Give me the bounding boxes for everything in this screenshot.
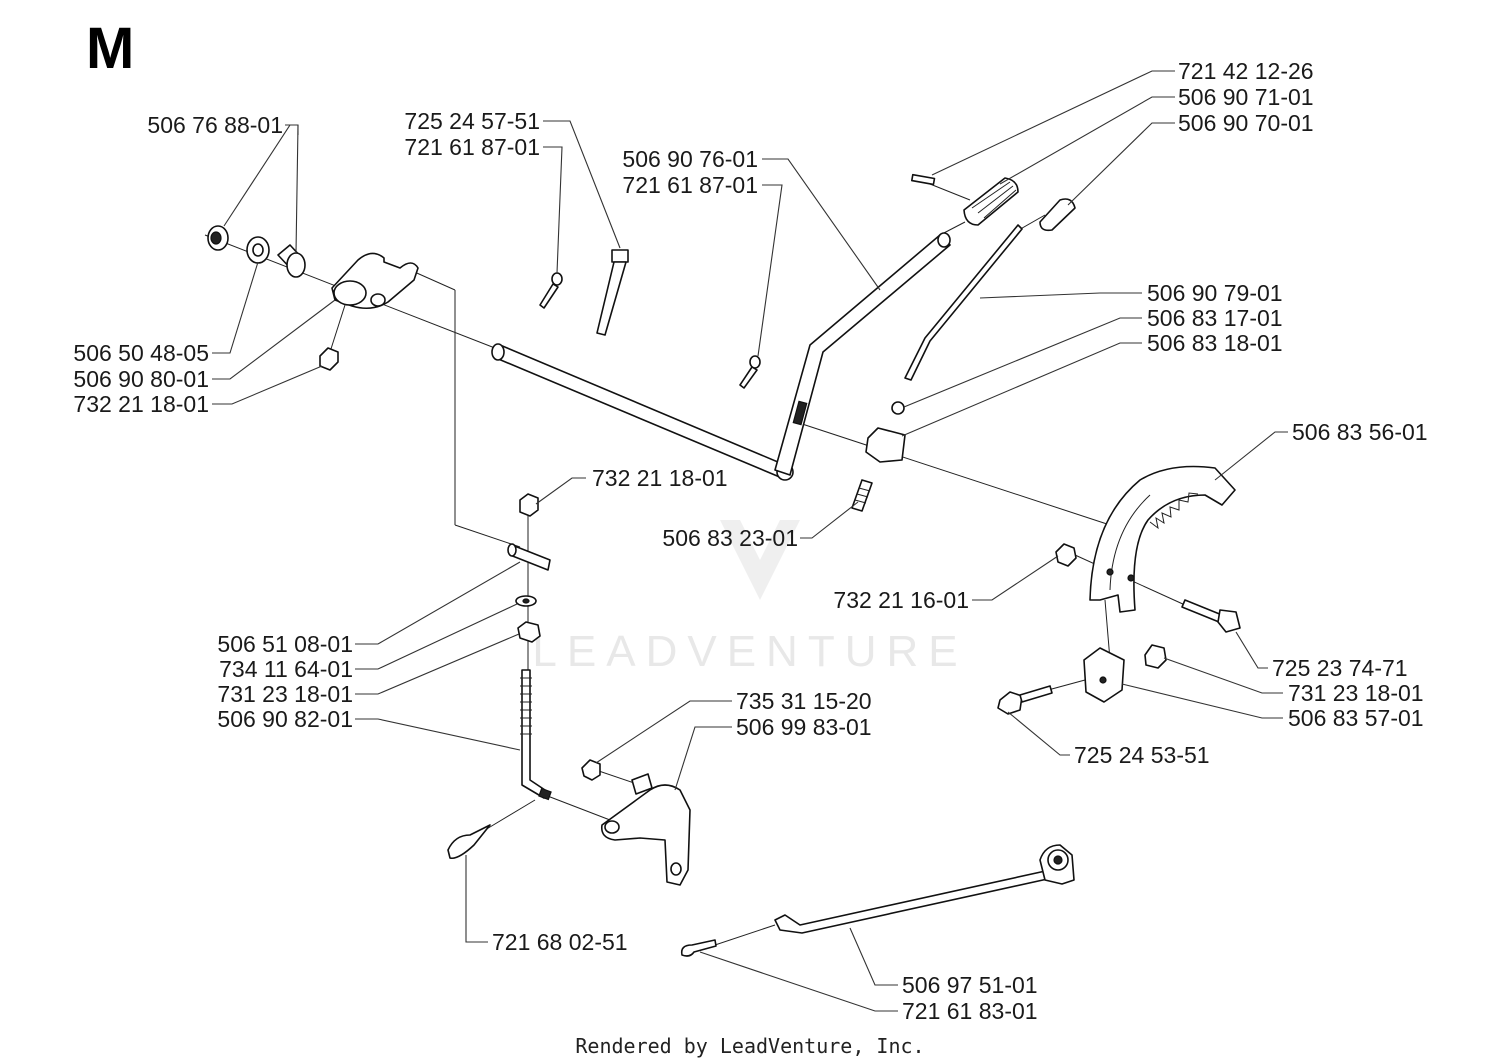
part-label: 731 23 18-01: [217, 681, 353, 707]
part-label: 725 24 57-51: [404, 108, 540, 134]
watermark-logo-icon: [720, 520, 800, 600]
part-label: 732 21 18-01: [73, 391, 209, 417]
part-label: 506 97 51-01: [902, 972, 1038, 998]
part-label: 732 21 16-01: [833, 587, 969, 613]
part-label: 506 90 80-01: [73, 366, 209, 392]
part-label: 506 90 82-01: [217, 706, 353, 732]
part-label: 721 61 83-01: [902, 998, 1038, 1024]
part-label: 506 90 71-01: [1178, 84, 1314, 110]
part-label: 506 83 56-01: [1292, 419, 1428, 445]
watermark-text: LEADVENTURE: [532, 627, 967, 676]
section-letter: M: [86, 16, 134, 81]
part-label: 734 11 64-01: [219, 656, 353, 682]
part-label: 731 23 18-01: [1288, 680, 1424, 706]
part-label: 721 68 02-51: [492, 929, 628, 955]
part-label: 506 90 79-01: [1147, 280, 1283, 306]
part-label: 725 23 74-71: [1272, 655, 1408, 681]
part-label: 721 42 12-26: [1178, 58, 1314, 84]
part-label: 506 83 23-01: [662, 525, 798, 551]
parts-drawing: [204, 173, 1241, 957]
part-label: 506 51 08-01: [217, 631, 353, 657]
part-label: 721 61 87-01: [404, 134, 540, 160]
part-label: 721 61 87-01: [622, 172, 758, 198]
part-labels: 506 76 88-01 725 24 57-51 721 61 87-01 5…: [73, 58, 1427, 1024]
part-label: 506 83 17-01: [1147, 305, 1283, 331]
part-label: 506 90 76-01: [622, 146, 758, 172]
part-label: 506 90 70-01: [1178, 110, 1314, 136]
part-label: 732 21 18-01: [592, 465, 728, 491]
part-label: 725 24 53-51: [1074, 742, 1210, 768]
part-label: 506 99 83-01: [736, 714, 872, 740]
part-label: 506 83 18-01: [1147, 330, 1283, 356]
part-label: 506 76 88-01: [147, 112, 283, 138]
leader-lines: [212, 70, 1288, 1012]
part-label: 506 83 57-01: [1288, 705, 1424, 731]
watermark: LEADVENTURE: [532, 520, 967, 676]
part-label: 506 50 48-05: [73, 340, 209, 366]
part-label: 735 31 15-20: [736, 688, 872, 714]
footer-credit: Rendered by LeadVenture, Inc.: [575, 1034, 924, 1058]
